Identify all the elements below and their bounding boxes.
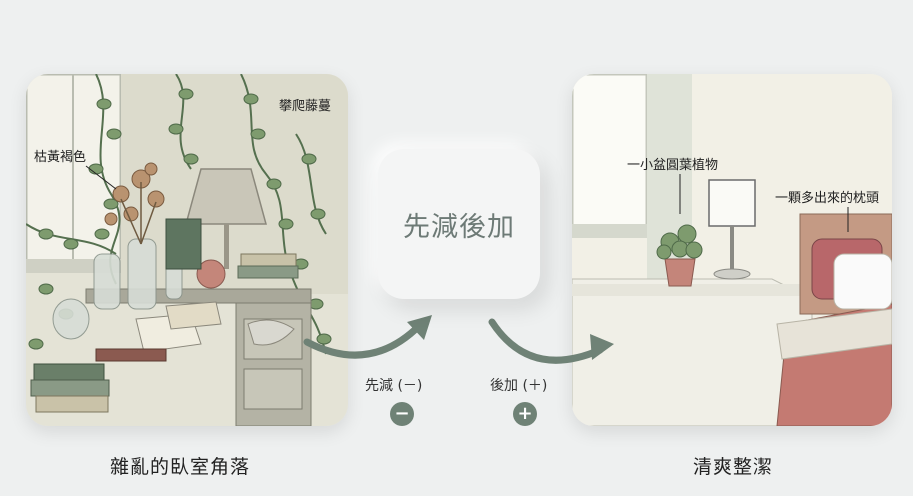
tidy-room-drawing xyxy=(572,74,892,426)
vines-annotation: 攀爬藤蔓 xyxy=(279,99,332,114)
subtract-arrowhead xyxy=(407,315,432,340)
tidy-room-illustration: 一小盆圓葉植物 一顆多出來的枕頭 xyxy=(572,74,892,426)
cluttered-room-illustration: 攀爬藤蔓 枯黃褐色 xyxy=(26,74,348,426)
cluttered-room-drawing xyxy=(26,74,348,426)
subtract-arrow xyxy=(303,321,424,359)
minus-icon: − xyxy=(390,402,414,426)
center-concept-card: 先減後加 xyxy=(378,149,540,299)
dried-annotation: 枯黃褐色 xyxy=(34,150,87,165)
plant-annotation: 一小盆圓葉植物 xyxy=(627,158,719,173)
add-label: 後加 (＋) xyxy=(490,378,548,394)
subtract-label: 先減 (－) xyxy=(365,378,423,394)
add-arrowhead xyxy=(590,334,614,360)
plus-icon: + xyxy=(513,402,537,426)
table-lamp xyxy=(708,179,756,227)
table-lamp xyxy=(185,168,267,225)
center-title: 先減後加 xyxy=(403,211,515,243)
pillow-annotation: 一顆多出來的枕頭 xyxy=(775,191,880,206)
right-caption: 清爽整潔 xyxy=(693,456,774,478)
left-caption: 雜亂的臥室角落 xyxy=(110,456,251,478)
window xyxy=(572,74,649,236)
add-arrow xyxy=(488,318,604,364)
potted-plant xyxy=(664,258,696,287)
